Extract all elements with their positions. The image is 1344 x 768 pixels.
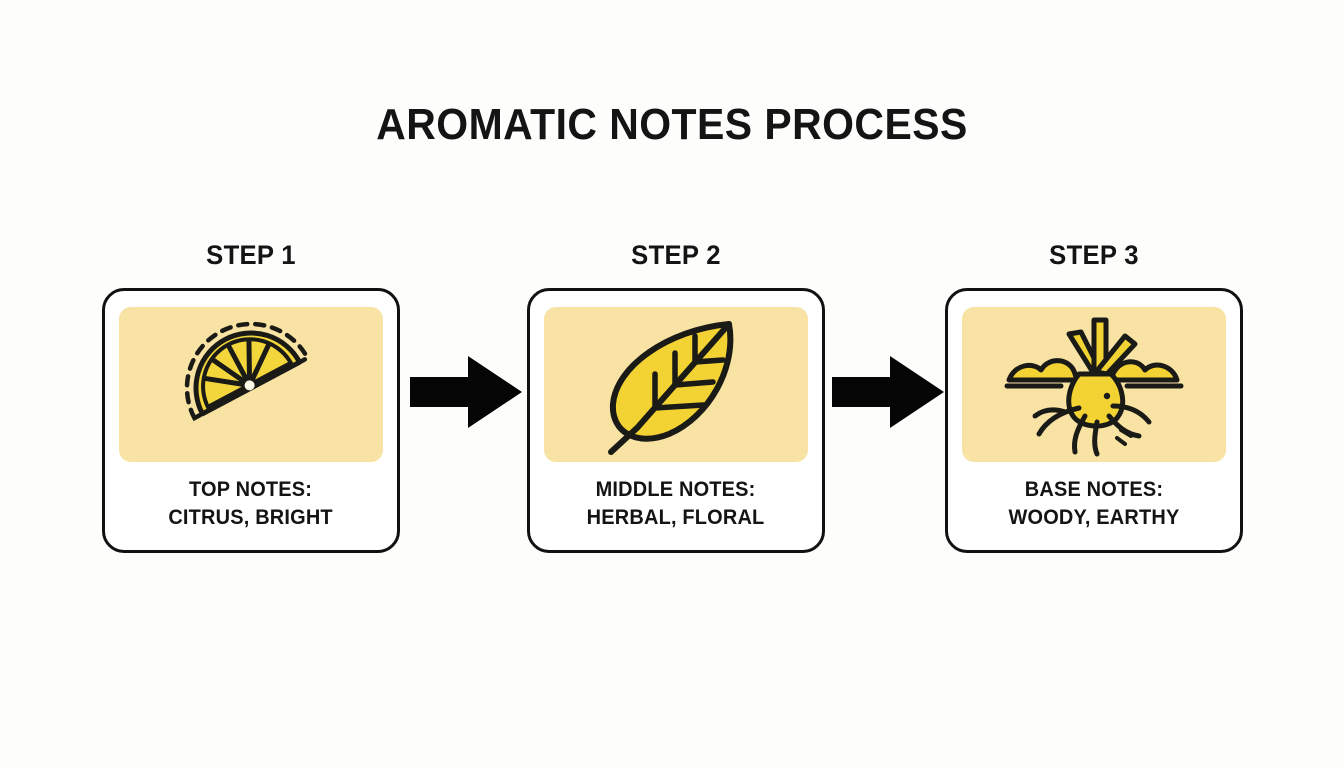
connector-arrow-1 bbox=[410, 356, 522, 428]
step-2-caption-line-2: HERBAL, FLORAL bbox=[587, 505, 765, 529]
step-1-caption-line-1: TOP NOTES: bbox=[189, 478, 313, 501]
page-title: AROMATIC NOTES PROCESS bbox=[376, 100, 968, 149]
step-1-caption: TOP NOTES: CITRUS, BRIGHT bbox=[169, 476, 333, 531]
step-2-caption-line-1: MIDDLE NOTES: bbox=[596, 478, 756, 501]
step-1-label: STEP 1 bbox=[206, 240, 296, 270]
step-2-label: STEP 2 bbox=[631, 240, 721, 270]
step-1-card[interactable]: TOP NOTES: CITRUS, BRIGHT bbox=[102, 288, 400, 553]
step-1-caption-line-2: CITRUS, BRIGHT bbox=[168, 505, 334, 529]
root-icon bbox=[1004, 317, 1184, 457]
connector-arrow-2 bbox=[832, 356, 944, 428]
arrow-right-icon bbox=[832, 356, 944, 428]
step-2-caption: MIDDLE NOTES: HERBAL, FLORAL bbox=[587, 476, 765, 531]
step-2-icon-panel bbox=[544, 307, 808, 462]
step-3-caption: BASE NOTES: WOODY, EARTHY bbox=[1009, 476, 1180, 531]
process-step-3[interactable]: STEP 3 bbox=[945, 240, 1243, 553]
step-2-card[interactable]: MIDDLE NOTES: HERBAL, FLORAL bbox=[527, 288, 825, 553]
arrow-right-icon bbox=[410, 356, 522, 428]
process-step-1[interactable]: STEP 1 bbox=[102, 240, 400, 553]
process-steps-row: STEP 1 bbox=[102, 240, 1243, 560]
step-3-caption-line-2: WOODY, EARTHY bbox=[1008, 505, 1180, 529]
step-3-icon-panel bbox=[962, 307, 1226, 462]
step-1-icon-panel bbox=[119, 307, 383, 462]
citrus-slice-icon bbox=[184, 321, 311, 422]
step-3-card[interactable]: BASE NOTES: WOODY, EARTHY bbox=[945, 288, 1243, 553]
step-3-caption-line-1: BASE NOTES: bbox=[1024, 478, 1164, 501]
leaf-icon bbox=[607, 321, 733, 455]
step-3-label: STEP 3 bbox=[1049, 240, 1139, 270]
process-step-2[interactable]: STEP 2 bbox=[527, 240, 825, 553]
